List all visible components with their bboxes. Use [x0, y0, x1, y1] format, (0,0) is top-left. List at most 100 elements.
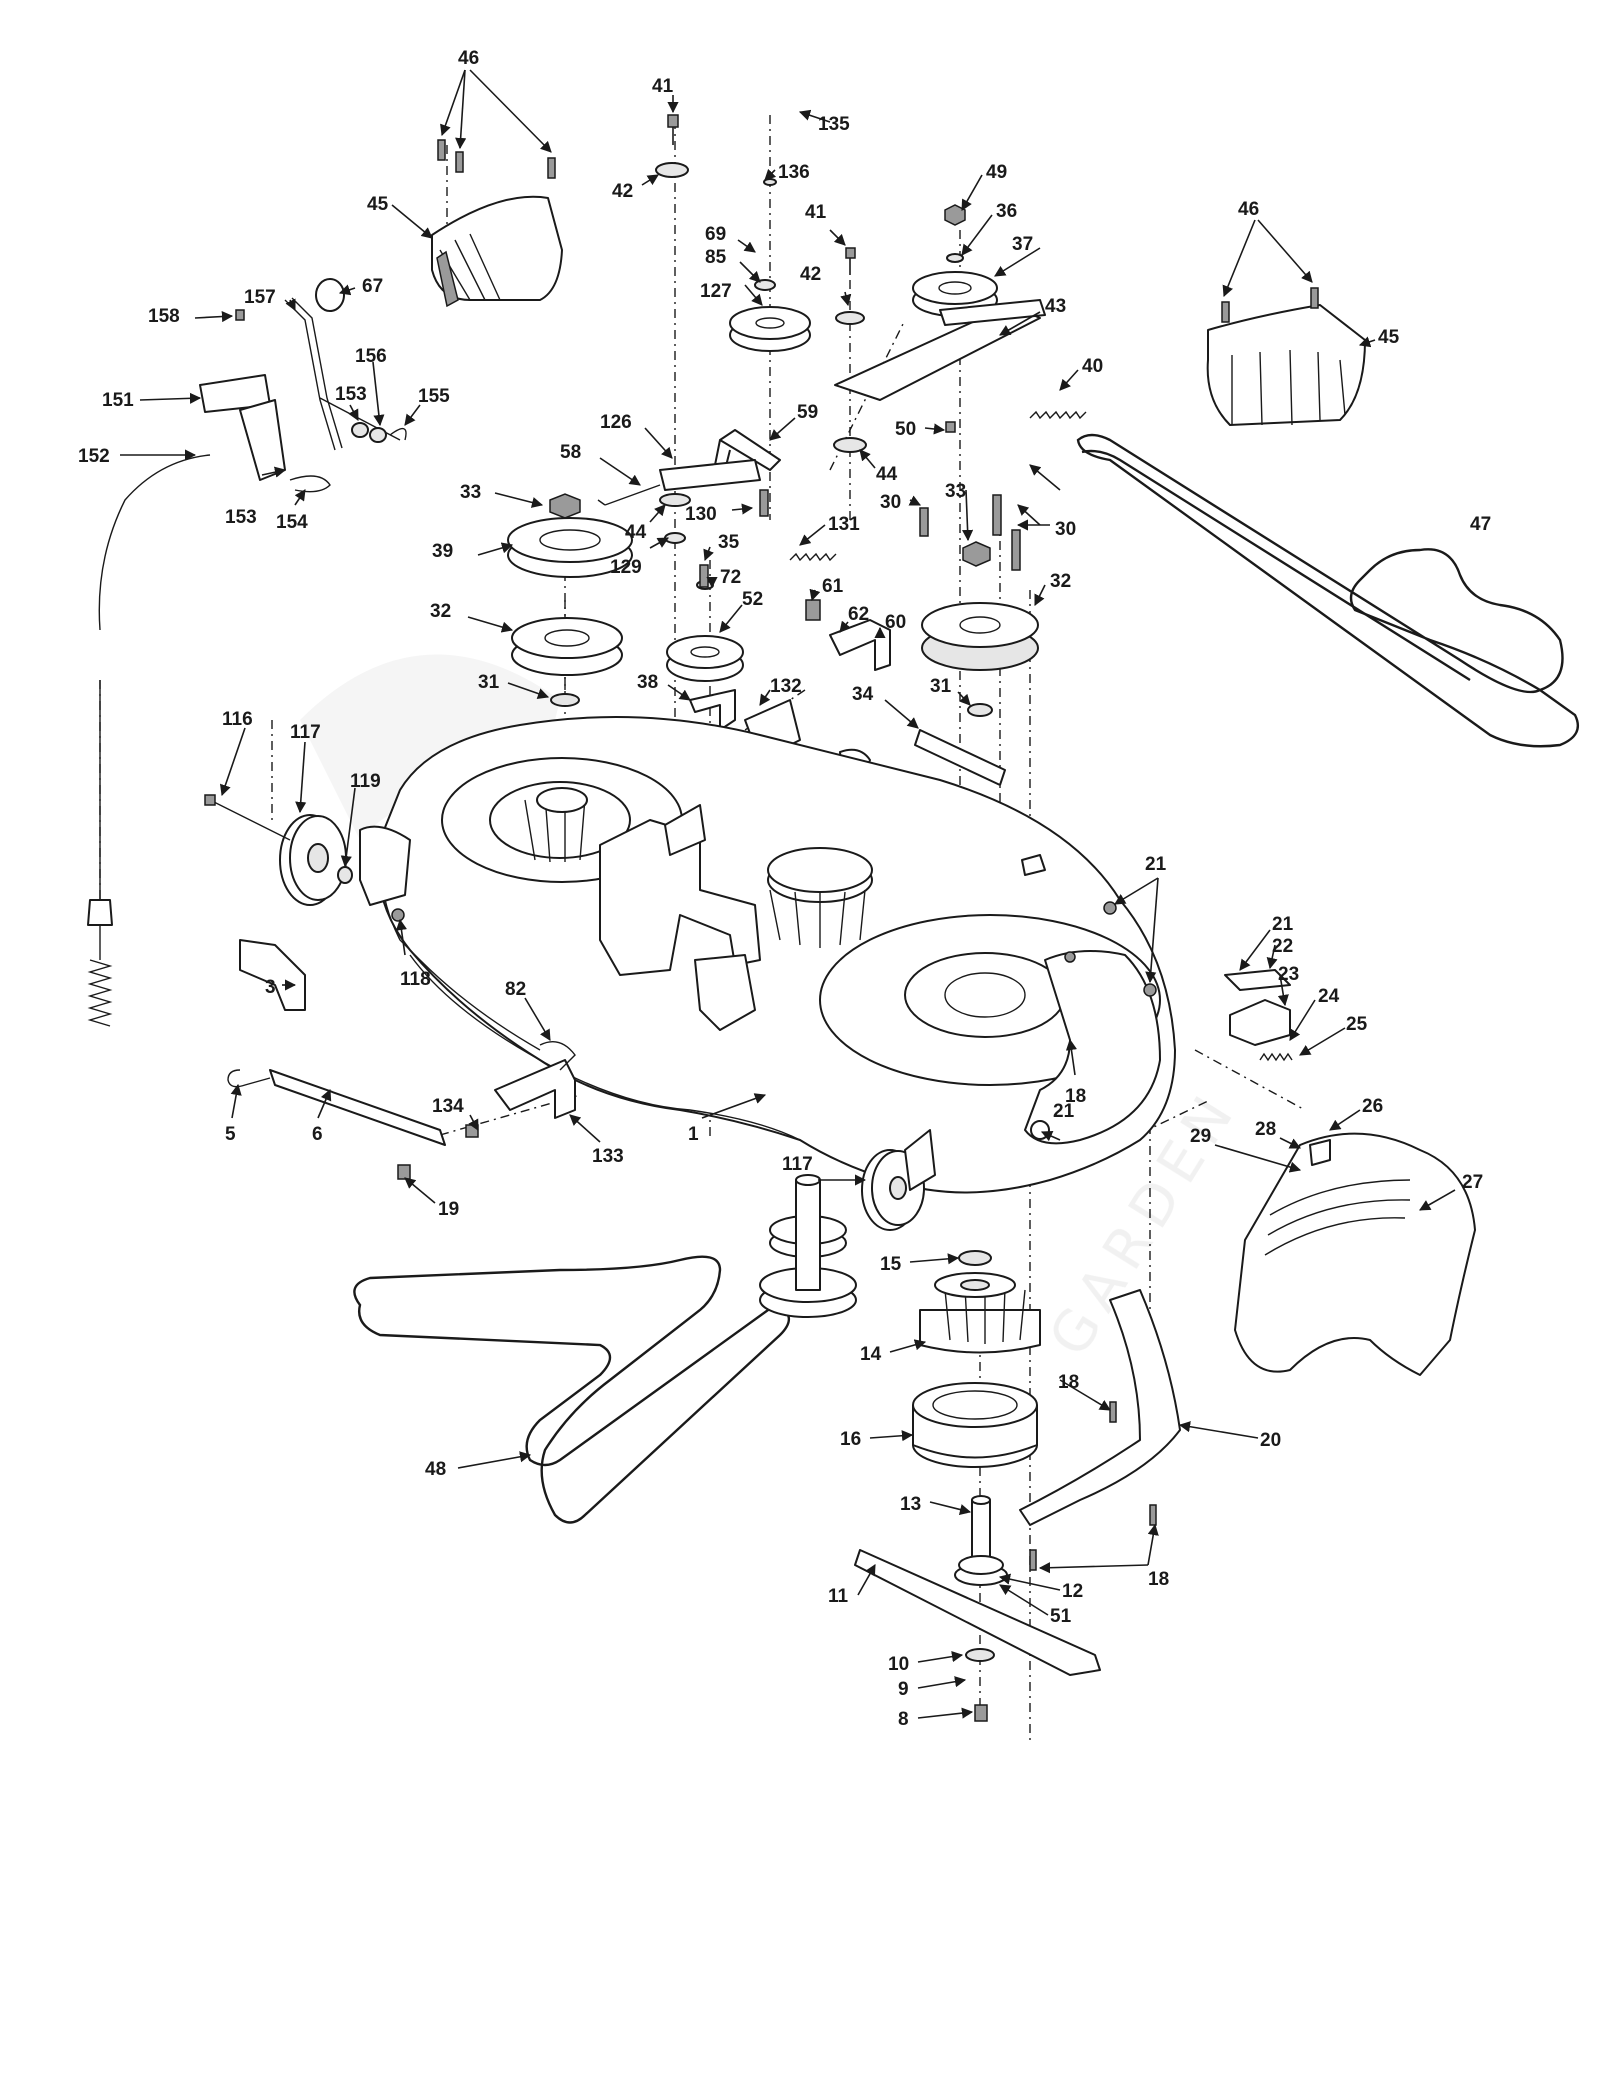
callout-49: 49 — [986, 162, 1007, 183]
callout-131: 131 — [828, 514, 860, 535]
callout-30b: 30 — [1055, 519, 1076, 540]
callout-31: 31 — [478, 672, 500, 693]
callout-117: 117 — [290, 722, 321, 743]
callout-158: 158 — [148, 306, 180, 327]
callout-45b: 45 — [1378, 327, 1400, 348]
drive-belt-48 — [353, 1255, 790, 1524]
callout-126: 126 — [600, 412, 632, 433]
callout-152: 152 — [78, 446, 110, 467]
callout-20: 20 — [1260, 1430, 1281, 1451]
spring-40 — [1029, 410, 1087, 420]
callout-153b: 153 — [225, 507, 257, 528]
callout-21b: 21 — [1272, 914, 1294, 935]
callout-19: 19 — [438, 1199, 459, 1220]
callout-38: 38 — [637, 672, 658, 693]
callout-154: 154 — [276, 512, 308, 533]
callout-119: 119 — [350, 771, 381, 792]
callout-28: 28 — [1255, 1119, 1276, 1140]
callout-35: 35 — [718, 532, 740, 553]
lift-lever-assembly — [87, 278, 407, 1027]
callout-157: 157 — [244, 287, 276, 308]
washers — [549, 162, 995, 1662]
callout-33: 33 — [460, 482, 481, 503]
callout-44b: 44 — [876, 464, 898, 485]
bracket-22 — [1224, 969, 1291, 991]
baffle-20 — [1019, 1289, 1181, 1526]
callout-9: 9 — [898, 1679, 909, 1700]
callout-labels: 46 45 41 42 135 136 69 85 127 41 42 49 3… — [78, 48, 1491, 1730]
callout-61: 61 — [822, 576, 844, 597]
callout-127: 127 — [700, 281, 732, 302]
spring-24 — [1259, 1052, 1293, 1062]
belt-cover-left — [431, 139, 563, 308]
blade-11 — [854, 1549, 1101, 1676]
callout-26: 26 — [1362, 1096, 1383, 1117]
callout-60: 60 — [885, 612, 906, 633]
link-6 — [269, 1069, 446, 1146]
callout-118: 118 — [400, 969, 431, 990]
callout-22: 22 — [1272, 936, 1293, 957]
rod-58 — [597, 484, 661, 506]
callout-67: 67 — [362, 276, 383, 297]
callout-1: 1 — [688, 1124, 699, 1145]
callout-135: 135 — [818, 114, 850, 135]
pin-82 — [539, 1041, 576, 1071]
callout-39: 39 — [432, 541, 453, 562]
callout-12: 12 — [1062, 1581, 1083, 1602]
callout-40: 40 — [1082, 356, 1103, 377]
callout-33b: 33 — [945, 481, 966, 502]
callout-52: 52 — [742, 589, 763, 610]
spring-131 — [789, 552, 837, 562]
callout-134: 134 — [432, 1096, 464, 1117]
callout-50: 50 — [895, 419, 916, 440]
callout-46b: 46 — [1238, 199, 1259, 220]
gauge-wheel-117-top — [204, 794, 353, 906]
callout-13: 13 — [900, 1494, 921, 1515]
callout-156: 156 — [355, 346, 387, 367]
idler-pulley-127 — [729, 306, 811, 352]
callout-62: 62 — [848, 604, 869, 625]
shaft-13 — [954, 1495, 1008, 1586]
callout-18c: 18 — [1148, 1569, 1169, 1590]
callout-82: 82 — [505, 979, 526, 1000]
belt-cover-right — [1206, 287, 1366, 426]
callout-151: 151 — [102, 390, 134, 411]
callout-117b: 117 — [782, 1154, 813, 1175]
bracket-133 — [494, 1059, 576, 1119]
callout-14: 14 — [860, 1344, 882, 1365]
callout-132: 132 — [770, 676, 802, 697]
callout-130: 130 — [685, 504, 717, 525]
callout-155: 155 — [418, 386, 450, 407]
callout-133: 133 — [592, 1146, 624, 1167]
callout-45: 45 — [367, 194, 389, 215]
callout-36: 36 — [996, 201, 1017, 222]
callout-51: 51 — [1050, 1606, 1072, 1627]
callout-16: 16 — [840, 1429, 861, 1450]
housing-16 — [912, 1382, 1038, 1468]
callout-25: 25 — [1346, 1014, 1368, 1035]
mower-deck-1 — [359, 716, 1176, 1194]
leaders — [120, 69, 1456, 1719]
callout-41: 41 — [652, 76, 674, 97]
callout-32: 32 — [430, 601, 451, 622]
callout-116: 116 — [222, 709, 253, 730]
callout-37: 37 — [1012, 234, 1033, 255]
block-23 — [1229, 999, 1291, 1046]
bolts — [235, 114, 1157, 1722]
bracket-3 — [239, 939, 306, 1011]
callout-34: 34 — [852, 684, 874, 705]
idler-arm-43 — [834, 304, 1041, 401]
arm-126 — [659, 459, 761, 491]
callout-31b: 31 — [930, 676, 952, 697]
callout-47: 47 — [1470, 514, 1491, 535]
spindle-14 — [919, 1272, 1041, 1354]
callout-10: 10 — [888, 1654, 909, 1675]
callout-129: 129 — [610, 557, 642, 578]
callout-32b: 32 — [1050, 571, 1071, 592]
deck-belt-47 — [1076, 433, 1580, 748]
callout-59: 59 — [797, 402, 818, 423]
callout-3: 3 — [265, 977, 276, 998]
gauge-wheel-117-bottom — [861, 1129, 936, 1231]
callout-27: 27 — [1462, 1172, 1483, 1193]
